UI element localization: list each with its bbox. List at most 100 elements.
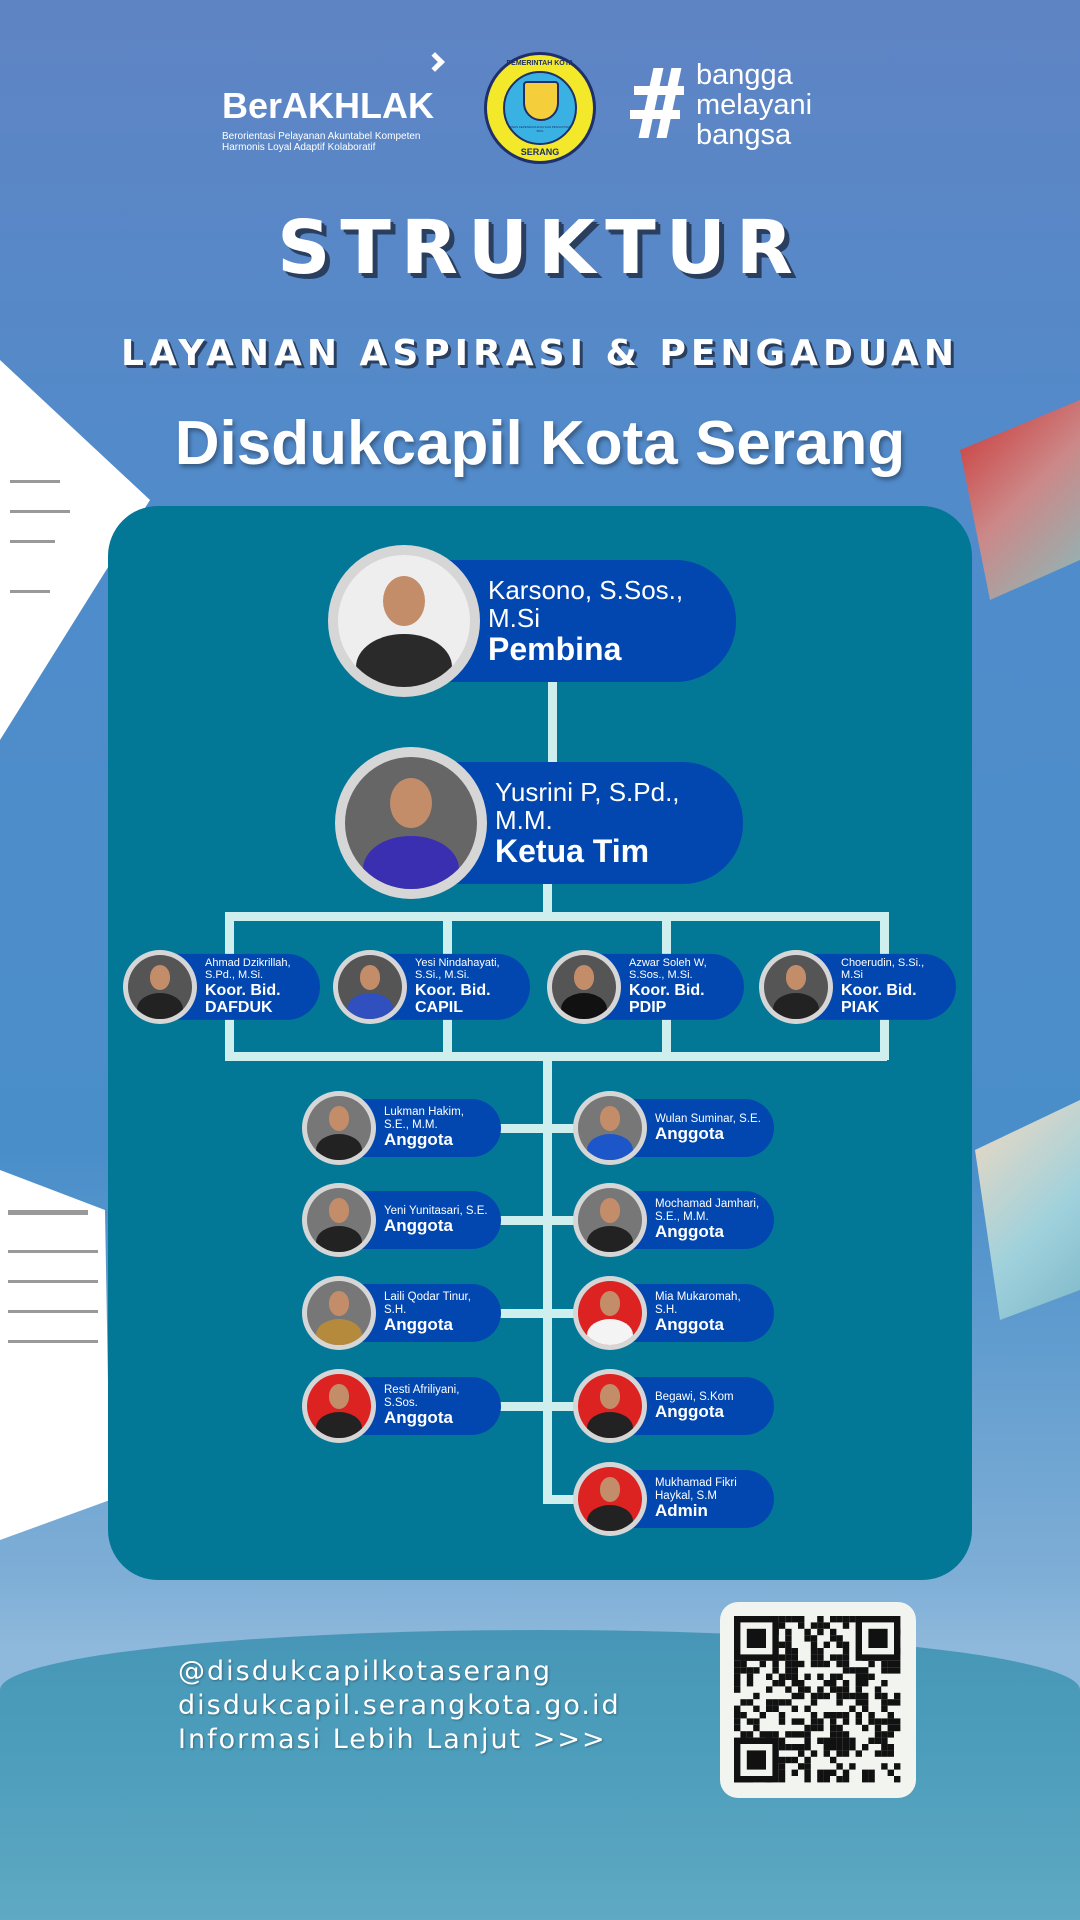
person-role: Anggota [384,1408,453,1428]
person-body [315,1412,363,1438]
connector-line [543,884,552,920]
connector-line [548,1309,578,1318]
qr-code[interactable] [720,1602,916,1798]
photo-frame [759,950,833,1024]
person-role: Koor. Bid. DAFDUK [205,981,281,1016]
connector-line [548,1402,578,1411]
connector-line [225,912,887,921]
person-head [328,1384,350,1409]
person-photo [307,1281,371,1345]
person-head [573,965,595,990]
photo-frame [328,545,480,697]
person-role: Admin [655,1501,708,1521]
photo-frame [335,747,487,899]
person-name: Mia Mukaromah, S.H. [655,1291,741,1316]
bangga-line-3: bangsa [696,119,792,151]
person-photo [578,1374,642,1438]
person-photo [338,955,402,1019]
person-body [136,993,184,1019]
person-head [149,965,171,990]
person-head [389,778,433,829]
page-subtitle: LAYANAN ASPIRASI & PENGADUAN [121,333,959,374]
person-role: Anggota [384,1130,453,1150]
person-head [599,1477,621,1502]
organization-name: Disdukcapil Kota Serang [174,409,906,478]
decorative-ktp-card-bottom [975,1100,1080,1320]
person-role: Anggota [655,1402,724,1422]
person-name: Mukhamad Fikri Haykal, S.M [655,1477,737,1502]
connector-line [500,1309,550,1318]
person-name: Yesi Nindahayati, S.Si., M.Si. [415,956,500,981]
person-name: Mochamad Jamhari, S.E., M.M. [655,1198,760,1223]
person-photo [578,1467,642,1531]
berakhlak-tagline-2: Harmonis Loyal Adaptif Kolaboratif [222,142,376,153]
connector-line [500,1216,550,1225]
photo-frame [573,1091,647,1165]
org-chart-panel [108,506,972,1580]
person-name: Lukman Hakim, S.E., M.M. [384,1106,464,1131]
person-role: Koor. Bid. CAPIL [415,981,491,1016]
person-head [359,965,381,990]
seal-bottom-text: SERANG [520,147,560,157]
berakhlak-tagline-1: Berorientasi Pelayanan Akuntabel Kompete… [222,131,421,142]
person-head [328,1106,350,1131]
person-photo [307,1096,371,1160]
person-name: Wulan Suminar, S.E. [655,1112,761,1125]
person-body [586,1134,634,1160]
person-head [382,576,426,627]
person-role: Koor. Bid. PDIP [629,981,705,1016]
person-role: Koor. Bid. PIAK [841,981,917,1016]
decorative-kartu-keluarga [0,1170,110,1540]
connector-line [225,1052,887,1061]
person-photo [345,757,477,889]
connector-line [548,1495,578,1504]
person-body [363,836,459,889]
person-role: Anggota [655,1222,724,1242]
person-photo [764,955,828,1019]
photo-frame [302,1276,376,1350]
person-head [599,1291,621,1316]
photo-frame [302,1369,376,1443]
person-role: Anggota [655,1315,724,1335]
person-photo [578,1096,642,1160]
person-name: Choerudin, S.Si., M.Si [841,956,925,981]
person-photo [307,1374,371,1438]
bangga-line-2: melayani [696,89,813,121]
person-role: Anggota [655,1124,724,1144]
qr-code-pattern [734,1616,901,1783]
person-body [586,1412,634,1438]
bangga-line-1: bangga [696,59,793,91]
footer-website[interactable]: disdukcapil.serangkota.go.id [178,1690,621,1721]
person-photo [552,955,616,1019]
person-head [599,1106,621,1131]
person-name: Yusrini P, S.Pd., M.M. [495,776,680,835]
person-body [315,1226,363,1252]
person-body [315,1134,363,1160]
person-head [328,1291,350,1316]
page-title: STRUKTUR [277,205,803,291]
photo-frame [573,1183,647,1257]
person-name: Laili Qodar Tinur, S.H. [384,1291,471,1316]
connector-line [500,1402,550,1411]
footer-instagram[interactable]: @disdukcapilkotaserang [178,1656,553,1687]
person-photo [578,1188,642,1252]
person-photo [128,955,192,1019]
person-body [346,993,394,1019]
person-role: Pembina [488,630,622,667]
person-name: Ahmad Dzikrillah, S.Pd., M.Si. [205,956,291,981]
photo-frame [547,950,621,1024]
person-head [785,965,807,990]
photo-frame [302,1183,376,1257]
person-body [560,993,608,1019]
hashtag-icon [630,68,686,138]
photo-frame [573,1276,647,1350]
photo-frame [573,1462,647,1536]
person-name: Karsono, S.Sos., M.Si [488,574,684,633]
connector-line [500,1124,550,1133]
connector-line [543,1052,552,1504]
person-photo [578,1281,642,1345]
person-body [586,1319,634,1345]
person-name: Yeni Yunitasari, S.E. [384,1204,488,1217]
footer-more-info: Informasi Lebih Lanjut >>> [178,1724,607,1755]
connector-line [548,1216,578,1225]
